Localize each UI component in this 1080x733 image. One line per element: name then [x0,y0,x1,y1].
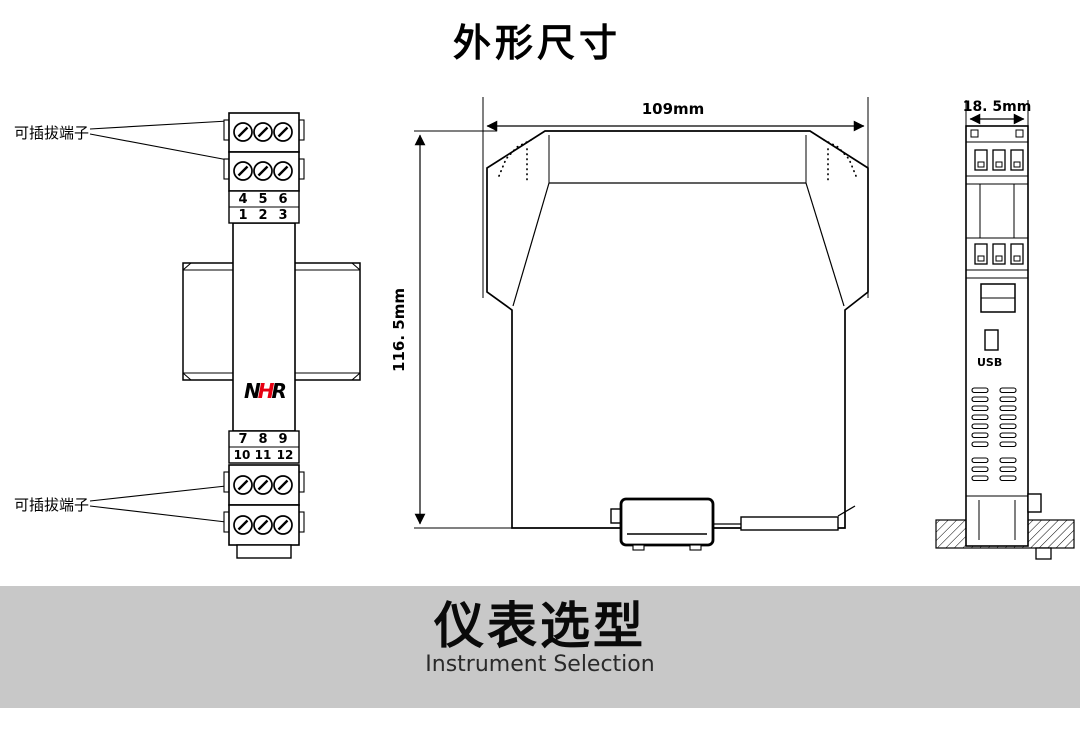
screw-terminal [232,474,254,496]
bottom-terminal-block [223,464,305,559]
rail-clip [713,505,856,531]
terminal-number: 3 [278,208,287,223]
top-terminal-block [223,112,305,192]
screw-terminal [252,474,274,496]
banner-subtitle: Instrument Selection [425,651,655,677]
leader-line [89,120,229,130]
screw-terminal [272,121,294,143]
module-body-front [232,222,296,432]
front-view: 可插拔端子 可插拔端子 [14,112,361,559]
bus-connector [610,497,715,551]
end-window [980,283,1016,313]
usb-port: USB [977,329,1002,369]
screw-terminal [272,514,294,536]
nhr-logo: NHR [244,379,286,403]
terminal-number: 11 [255,448,272,462]
terminal-number: 5 [258,192,267,207]
pluggable-terminal-label-top: 可插拔端子 [14,124,89,142]
height-dimension-label: 116. 5mm [390,288,408,372]
end-terminal [992,149,1006,171]
end-terminal [992,243,1006,265]
banner-title: 仪表选型 [434,597,646,655]
end-mid-section [966,184,1028,239]
end-view: 18. 5mm [935,99,1075,560]
end-terminal-group-bottom [966,243,1028,279]
end-terminal [1010,243,1024,265]
hidden-edges-dotted [498,139,857,182]
selection-banner: 仪表选型 Instrument Selection [0,586,1080,708]
usb-label: USB [977,356,1002,369]
pluggable-terminal-label-bottom: 可插拔端子 [14,496,89,514]
end-bottom-foot [966,493,1052,560]
terminal-number: 1 [238,208,247,223]
screw-terminal [252,121,274,143]
end-terminal-group-top [966,149,1028,185]
screw-terminal [272,474,294,496]
dimension-diagram: 外形尺寸 可插拔端子 可插拔端子 [14,21,1075,560]
height-dimension: 116. 5mm [390,130,516,529]
leader-line [89,133,229,161]
screw-terminal [252,514,274,536]
terminal-number: 9 [278,432,287,447]
terminal-number: 4 [238,192,247,207]
terminal-number: 2 [258,208,267,223]
screw-terminal [232,160,254,182]
width-dimension-label: 109mm [642,100,705,118]
housing-profile [486,130,869,529]
end-terminal [974,149,988,171]
terminal-number: 12 [277,448,294,462]
page-title: 外形尺寸 [453,21,621,65]
terminal-number: 6 [278,192,287,207]
screw-terminal [232,514,254,536]
housing-inner-lines [512,135,845,307]
top-terminal-numbers: 4 5 6 1 2 3 [228,190,300,224]
side-view: 109mm 116. 5mm [390,97,869,551]
screw-terminal [232,121,254,143]
leader-line [89,505,227,523]
end-width-dimension-label: 18. 5mm [963,99,1032,115]
screw-terminal [272,160,294,182]
end-terminal [1010,149,1024,171]
terminal-number: 7 [238,432,247,447]
terminal-number: 10 [234,448,251,462]
bottom-terminal-numbers: 7 8 9 10 11 12 [228,430,300,464]
end-terminal [974,243,988,265]
leader-line [89,485,227,502]
terminal-number: 8 [258,432,267,447]
end-top-cap [966,129,1028,143]
screw-terminal [252,160,274,182]
